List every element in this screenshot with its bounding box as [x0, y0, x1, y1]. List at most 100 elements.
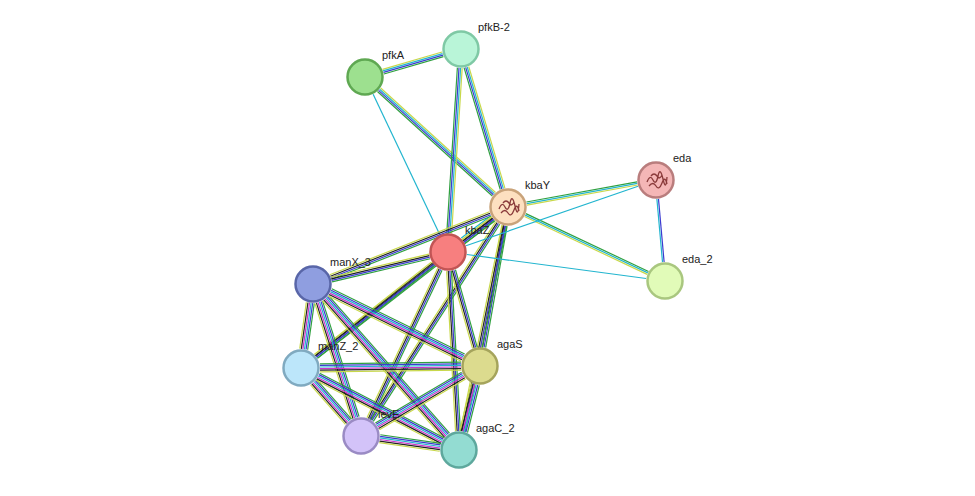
- evidence-strand: [373, 94, 440, 235]
- node-shape: [489, 188, 527, 226]
- evidence-strand: [314, 262, 431, 354]
- evidence-strand: [454, 270, 476, 347]
- evidence-strand: [455, 270, 477, 347]
- evidence-strand: [373, 224, 499, 421]
- protein-label: pfkA: [382, 49, 404, 62]
- node-shape: [429, 233, 467, 271]
- node-circle: [639, 163, 674, 198]
- evidence-strand: [464, 68, 500, 190]
- evidence-strand: [375, 372, 461, 423]
- protein-node: levE: [342, 417, 380, 455]
- evidence-strand: [316, 218, 493, 356]
- node-shape: [442, 30, 480, 68]
- protein-node: manX_3: [294, 265, 332, 303]
- node-shape: [440, 431, 478, 469]
- protein-label: manZ_2: [318, 340, 358, 353]
- interaction-edge: [379, 435, 441, 452]
- evidence-strand: [526, 214, 649, 272]
- protein-label: agaC_2: [476, 422, 515, 435]
- evidence-strand: [464, 385, 476, 432]
- interaction-edge: [315, 301, 359, 419]
- evidence-strand: [525, 217, 648, 275]
- interaction-edge: [316, 373, 444, 445]
- interaction-edge: [320, 362, 461, 372]
- protein-node: eda_2: [646, 262, 684, 300]
- interaction-edge: [331, 254, 430, 282]
- evidence-strand: [657, 199, 663, 262]
- evidence-strand: [379, 443, 439, 452]
- evidence-strand: [378, 376, 464, 427]
- evidence-strand: [467, 255, 646, 279]
- node-circle: [648, 264, 683, 299]
- evidence-strand: [318, 376, 442, 440]
- evidence-strand: [315, 217, 492, 355]
- node-circle: [344, 419, 379, 454]
- evidence-strand: [377, 375, 463, 426]
- protein-label: levE: [378, 408, 399, 421]
- evidence-strand: [466, 186, 638, 246]
- protein-label: kbaZ: [465, 224, 489, 237]
- evidence-strand: [301, 302, 308, 348]
- node-circle: [348, 60, 383, 95]
- evidence-strand: [461, 384, 473, 431]
- protein-node: manZ_2: [282, 349, 320, 387]
- protein-node: agaS: [461, 347, 499, 385]
- protein-node: kbaY: [489, 188, 527, 226]
- node-circle: [444, 32, 479, 67]
- node-shape: [646, 262, 684, 300]
- evidence-strand: [379, 379, 465, 430]
- evidence-strand: [466, 385, 478, 432]
- protein-node: eda: [637, 161, 675, 199]
- interaction-edge: [466, 186, 638, 246]
- protein-label: kbaY: [525, 179, 550, 192]
- node-circle: [491, 190, 526, 225]
- interaction-edge: [657, 199, 664, 262]
- protein-label: manX_3: [330, 256, 371, 269]
- interaction-edge: [467, 255, 646, 279]
- node-circle: [296, 267, 331, 302]
- node-circle: [284, 351, 319, 386]
- protein-node: kbaZ: [429, 233, 467, 271]
- node-shape: [461, 347, 499, 385]
- interaction-edge: [375, 372, 465, 430]
- evidence-strand: [319, 302, 356, 418]
- node-circle: [463, 349, 498, 384]
- evidence-strand: [466, 67, 502, 189]
- node-shape: [294, 265, 332, 303]
- protein-label: eda: [673, 152, 691, 165]
- node-circle: [431, 235, 466, 270]
- node-shape: [342, 417, 380, 455]
- protein-structure-icon: [647, 172, 667, 188]
- protein-label: eda_2: [682, 253, 713, 266]
- evidence-strand: [460, 383, 472, 430]
- evidence-strand: [317, 377, 441, 441]
- interaction-edge: [447, 68, 462, 233]
- interaction-edge: [300, 302, 315, 350]
- evidence-strand: [376, 374, 462, 425]
- node-circle: [442, 433, 477, 468]
- evidence-strand: [469, 67, 505, 189]
- evidence-strand: [331, 215, 491, 278]
- evidence-strand: [379, 441, 439, 450]
- evidence-strand: [331, 254, 429, 277]
- evidence-strand: [317, 221, 494, 359]
- interaction-edge: [373, 94, 440, 235]
- protein-label: agaS: [497, 338, 523, 351]
- evidence-strand: [303, 303, 310, 349]
- evidence-strand: [377, 92, 492, 196]
- protein-label: pfkB-2: [478, 21, 510, 34]
- evidence-strand: [448, 68, 459, 233]
- node-shape: [346, 58, 384, 96]
- node-shape: [282, 349, 320, 387]
- evidence-strand: [320, 370, 461, 372]
- evidence-strand: [447, 68, 458, 233]
- node-shape: [637, 161, 675, 199]
- evidence-strand: [463, 384, 475, 431]
- protein-node: agaC_2: [440, 431, 478, 469]
- evidence-strand: [379, 378, 465, 429]
- evidence-strand: [467, 67, 503, 189]
- interaction-edge: [464, 67, 505, 190]
